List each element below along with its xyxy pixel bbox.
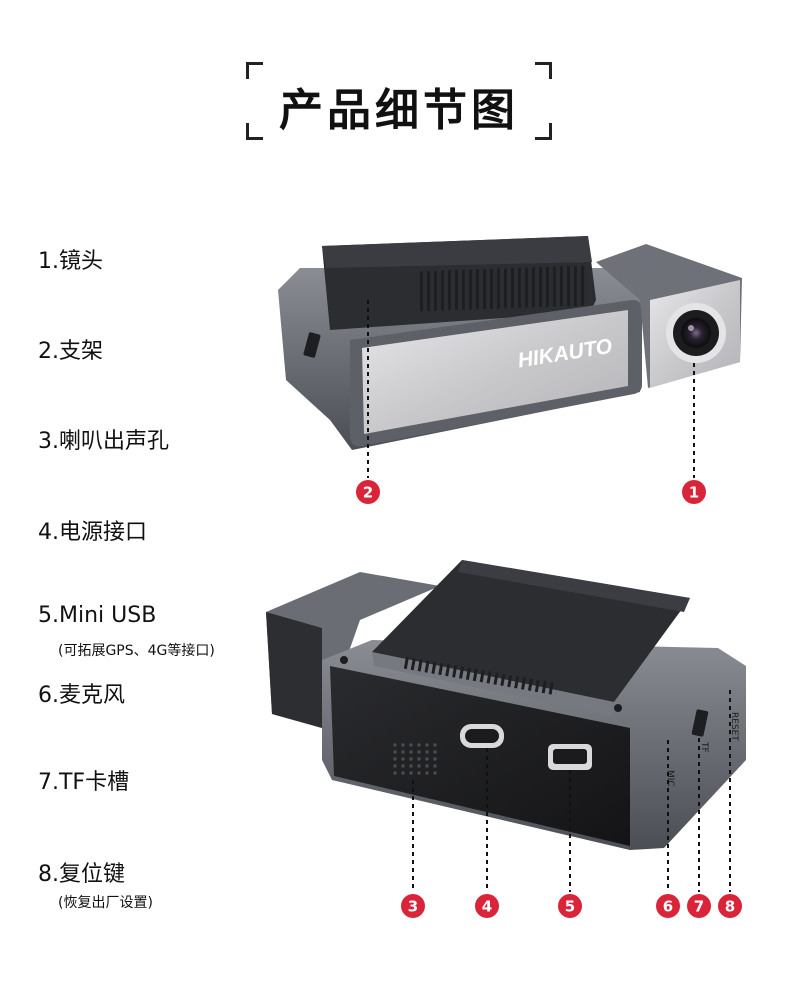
bracket-bottom-right xyxy=(535,123,552,140)
svg-text:4: 4 xyxy=(482,898,492,916)
badge-5: 5 xyxy=(558,894,582,918)
svg-text:3: 3 xyxy=(408,898,418,916)
svg-text:7: 7 xyxy=(694,898,704,916)
badge-3: 3 xyxy=(401,894,425,918)
badge-8: 8 xyxy=(718,894,742,918)
feature-tf-slot: 7.TF卡槽 xyxy=(38,770,130,795)
title-frame: 产品细节图 xyxy=(246,62,552,140)
dashcam-front-view: HIKAUTO xyxy=(278,236,742,450)
bracket-bottom-left xyxy=(246,123,263,140)
feature-reset: 8.复位键 xyxy=(38,862,125,887)
mic-label: MIC xyxy=(665,770,675,787)
feature-mini-usb: 5.Mini USB xyxy=(38,603,157,628)
svg-text:1: 1 xyxy=(689,484,699,502)
svg-text:6: 6 xyxy=(663,898,673,916)
svg-text:2: 2 xyxy=(363,484,373,502)
svg-text:8: 8 xyxy=(725,898,735,916)
bracket-top-right xyxy=(535,62,552,79)
feature-microphone: 6.麦克风 xyxy=(38,683,125,708)
badge-1: 1 xyxy=(682,480,706,504)
page-title: 产品细节图 xyxy=(279,85,519,136)
feature-lens: 1.镜头 xyxy=(38,249,103,274)
badge-7: 7 xyxy=(687,894,711,918)
bracket-top-left xyxy=(246,62,263,79)
dashcam-rear-view: MIC TF RESET xyxy=(266,560,746,850)
feature-mini-usb-note: (可拓展GPS、4G等接口) xyxy=(58,643,215,659)
feature-power-port: 4.电源接口 xyxy=(38,520,147,545)
feature-mount: 2.支架 xyxy=(38,339,103,364)
badge-4: 4 xyxy=(475,894,499,918)
badge-6: 6 xyxy=(656,894,680,918)
svg-text:5: 5 xyxy=(565,898,575,916)
tf-label: TF xyxy=(699,741,709,753)
badge-2: 2 xyxy=(356,480,380,504)
feature-speaker: 3.喇叭出声孔 xyxy=(38,429,169,454)
feature-reset-note: (恢复出厂设置) xyxy=(58,895,153,911)
reset-label: RESET xyxy=(729,712,739,741)
